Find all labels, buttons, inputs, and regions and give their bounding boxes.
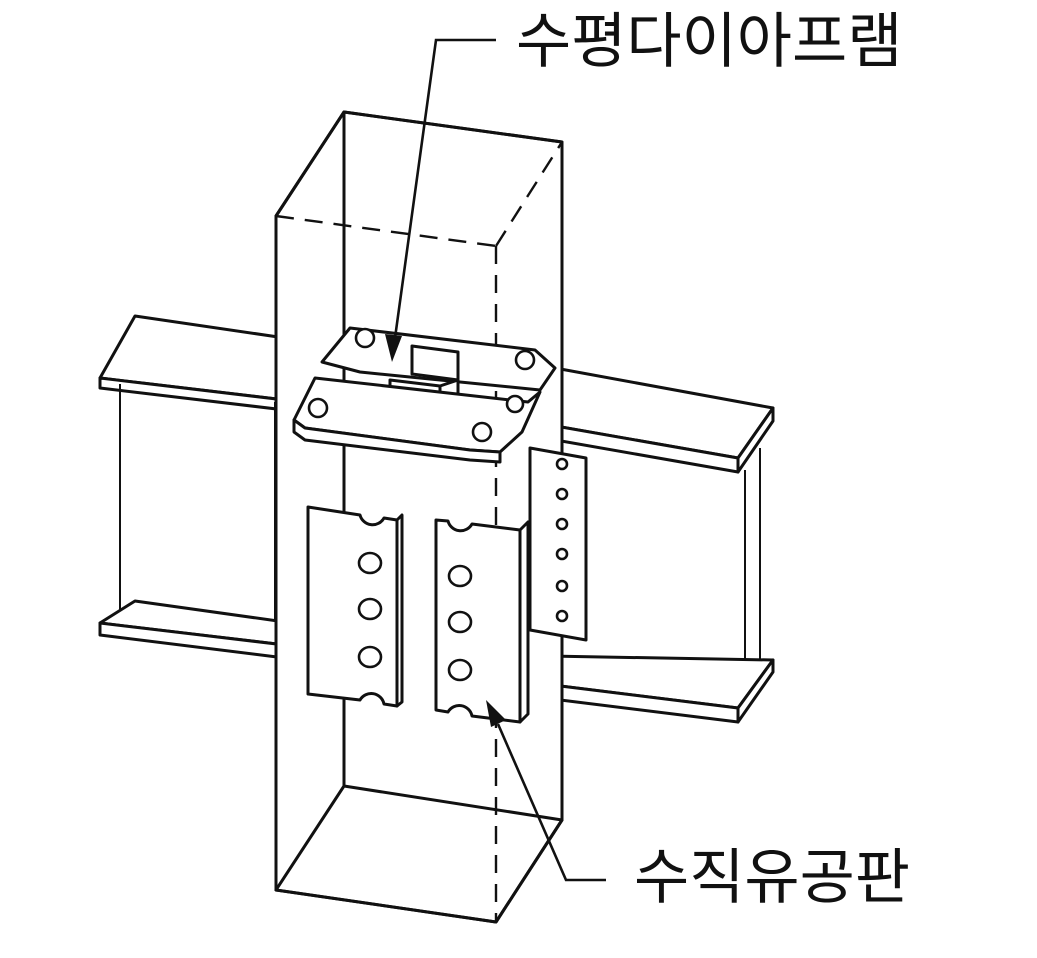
top-leader-line: [385, 38, 496, 362]
left-beam: [98, 314, 287, 660]
vertical-perforated-plate-right: [434, 518, 530, 724]
bottom-leader-line: [486, 700, 606, 882]
label-vertical-perforated-plate: 수직유공판: [634, 843, 910, 913]
shear-tab-plate: [528, 446, 588, 642]
label-horizontal-diaphragm: 수평다이아프램: [516, 7, 903, 77]
vertical-perforated-plate-left: [306, 505, 404, 708]
horizontal-diaphragm: [292, 326, 557, 464]
right-beam: [508, 366, 775, 724]
